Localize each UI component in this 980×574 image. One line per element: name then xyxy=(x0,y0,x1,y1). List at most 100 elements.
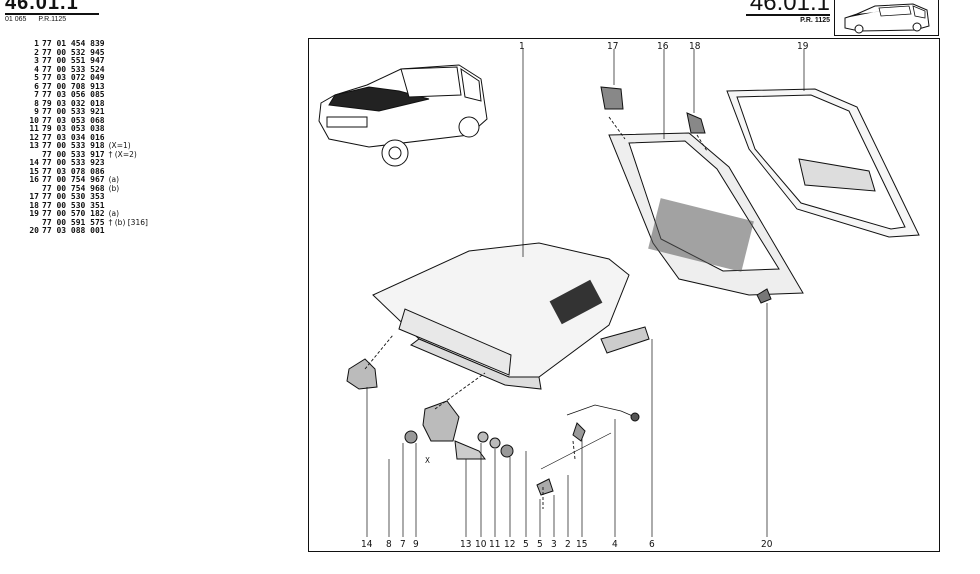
part-number: 77 00 591 575 xyxy=(42,217,105,227)
label-10: 10 xyxy=(475,539,487,550)
part-row: 77 00 533 917† (X=2) xyxy=(27,149,148,160)
part-ref: 3 xyxy=(34,56,39,65)
pr-label: P.R. 1125 xyxy=(800,17,830,24)
strut-17 xyxy=(600,86,624,110)
part-number: 77 00 533 524 xyxy=(42,64,105,74)
part-ref: 7 xyxy=(34,90,39,99)
part-number: 77 00 533 917 xyxy=(42,149,105,159)
part-number: 77 00 708 913 xyxy=(42,81,105,91)
strut-18 xyxy=(686,112,706,134)
diagram-drawing: 1 17 16 18 19 14 8 7 9 13 10 11 12 5 5 3… xyxy=(318,41,920,550)
part-number: 77 00 530 351 xyxy=(42,200,105,210)
part-ref: 2 xyxy=(34,47,39,57)
part-ref: 13 xyxy=(29,141,39,150)
hood-panel xyxy=(372,242,630,390)
label-12: 12 xyxy=(504,539,515,550)
label-5a: 5 xyxy=(523,539,529,550)
label-20: 20 xyxy=(761,539,773,550)
section-code: 46.01.1 xyxy=(749,0,830,16)
x-mark: X xyxy=(425,456,430,465)
label-13: 13 xyxy=(460,539,471,550)
header-refs: 01 065 P.R.1125 xyxy=(5,16,99,23)
header-right-underline xyxy=(746,14,830,16)
part-ref: 12 xyxy=(29,132,39,142)
part-note: (X=1) xyxy=(108,141,131,150)
part-ref: 1 xyxy=(34,39,39,48)
part-number: 77 03 034 016 xyxy=(42,132,105,142)
label-19: 19 xyxy=(797,41,809,52)
part-number: 77 00 551 947 xyxy=(42,56,105,65)
vehicle-thumbnail xyxy=(834,0,939,36)
part-number: 79 03 053 038 xyxy=(42,124,105,133)
car-illustration xyxy=(318,64,488,167)
part-row: 77 00 591 575† (b) [316] xyxy=(27,217,148,228)
part-number: 77 00 570 182 xyxy=(42,209,105,218)
header-left: 46.01.1 01 065 P.R.1125 xyxy=(5,0,99,23)
part-number: 77 03 072 049 xyxy=(42,73,105,82)
part-note: (b) xyxy=(108,183,120,193)
tailgate xyxy=(608,132,804,296)
label-11: 11 xyxy=(489,539,500,550)
part-ref: 19 xyxy=(29,209,39,218)
part-number: 77 03 078 086 xyxy=(42,166,105,176)
part-number: 77 00 754 967 xyxy=(42,175,105,184)
part-number: 79 03 032 018 xyxy=(42,98,105,108)
part-ref: 9 xyxy=(34,107,39,116)
label-7: 7 xyxy=(400,539,406,550)
label-6: 6 xyxy=(649,539,655,550)
label-16: 16 xyxy=(657,41,669,52)
header-underline xyxy=(5,13,99,15)
label-5b: 5 xyxy=(537,539,543,550)
part-number: 77 00 530 353 xyxy=(42,192,105,201)
label-18: 18 xyxy=(689,41,701,52)
pr-code: P.R.1125 xyxy=(38,16,67,23)
part-note: † (b) [316] xyxy=(108,217,148,227)
part-number: 77 00 533 918 xyxy=(42,141,105,150)
label-14: 14 xyxy=(361,539,373,550)
part-ref: 20 xyxy=(29,226,39,235)
label-4: 4 xyxy=(612,539,618,550)
part-number: 77 00 754 968 xyxy=(42,183,105,193)
part-ref: 8 xyxy=(34,98,39,108)
part-number: 77 00 533 921 xyxy=(42,107,105,116)
part-ref: 17 xyxy=(29,192,39,201)
part-ref: 15 xyxy=(29,166,39,176)
part-number: 77 00 532 945 xyxy=(42,47,105,57)
rear-glass xyxy=(726,88,920,238)
part-number: 77 00 533 923 xyxy=(42,158,105,167)
hinge-left xyxy=(346,358,378,390)
page-code: 46.01.1 xyxy=(5,0,79,14)
part-ref: 6 xyxy=(34,81,39,91)
part-number: 77 03 056 085 xyxy=(42,90,105,99)
label-17: 17 xyxy=(607,41,618,52)
label-9: 9 xyxy=(413,539,419,550)
part-note: (a) xyxy=(108,209,120,218)
label-15: 15 xyxy=(576,539,587,550)
exploded-diagram: 1 17 16 18 19 14 8 7 9 13 10 11 12 5 5 3… xyxy=(308,38,940,552)
part-row: 77 00 754 968(b) xyxy=(27,183,148,194)
part-number: 77 03 088 001 xyxy=(42,226,105,235)
part-ref: 11 xyxy=(29,124,39,133)
part-ref: 16 xyxy=(29,175,39,184)
clip-20 xyxy=(756,288,772,304)
